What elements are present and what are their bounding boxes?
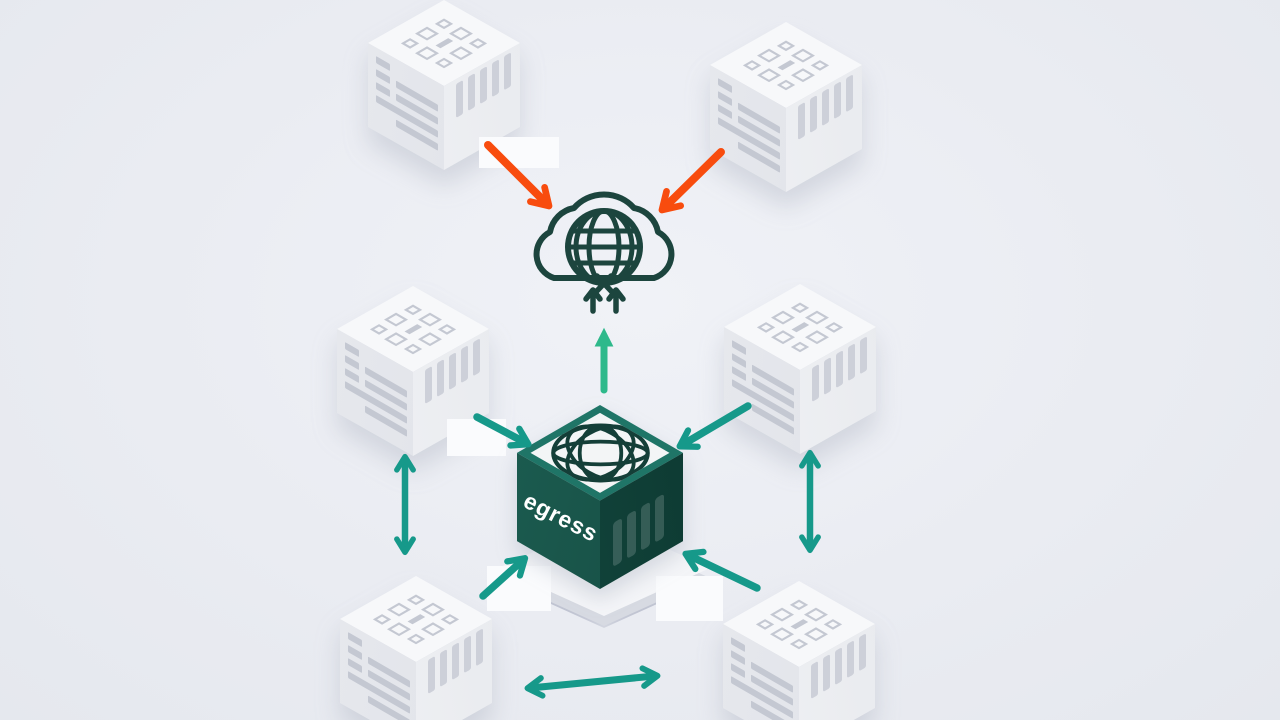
cloud-globe-icon	[533, 191, 675, 314]
server-cube-mid-right	[724, 284, 876, 454]
arrow-bottom-left-to-egress	[479, 555, 529, 600]
arrow-top-right-to-cloud	[658, 148, 725, 214]
arrow-mid-right-to-egress	[676, 402, 752, 450]
arrow-mid-left-to-egress	[473, 413, 532, 449]
arrow-bottom-row-bidirectional	[524, 665, 661, 699]
inpaint-patch	[656, 576, 723, 621]
arrow-bottom-right-to-egress	[682, 548, 761, 592]
server-cube-bottom-left	[340, 576, 492, 720]
server-cube-top-right	[710, 22, 862, 192]
server-cube-bottom-right	[723, 581, 875, 720]
woven-globe-icon	[550, 423, 650, 483]
egress-cube: egress	[517, 405, 683, 589]
arrow-top-left-to-cloud	[484, 141, 553, 210]
